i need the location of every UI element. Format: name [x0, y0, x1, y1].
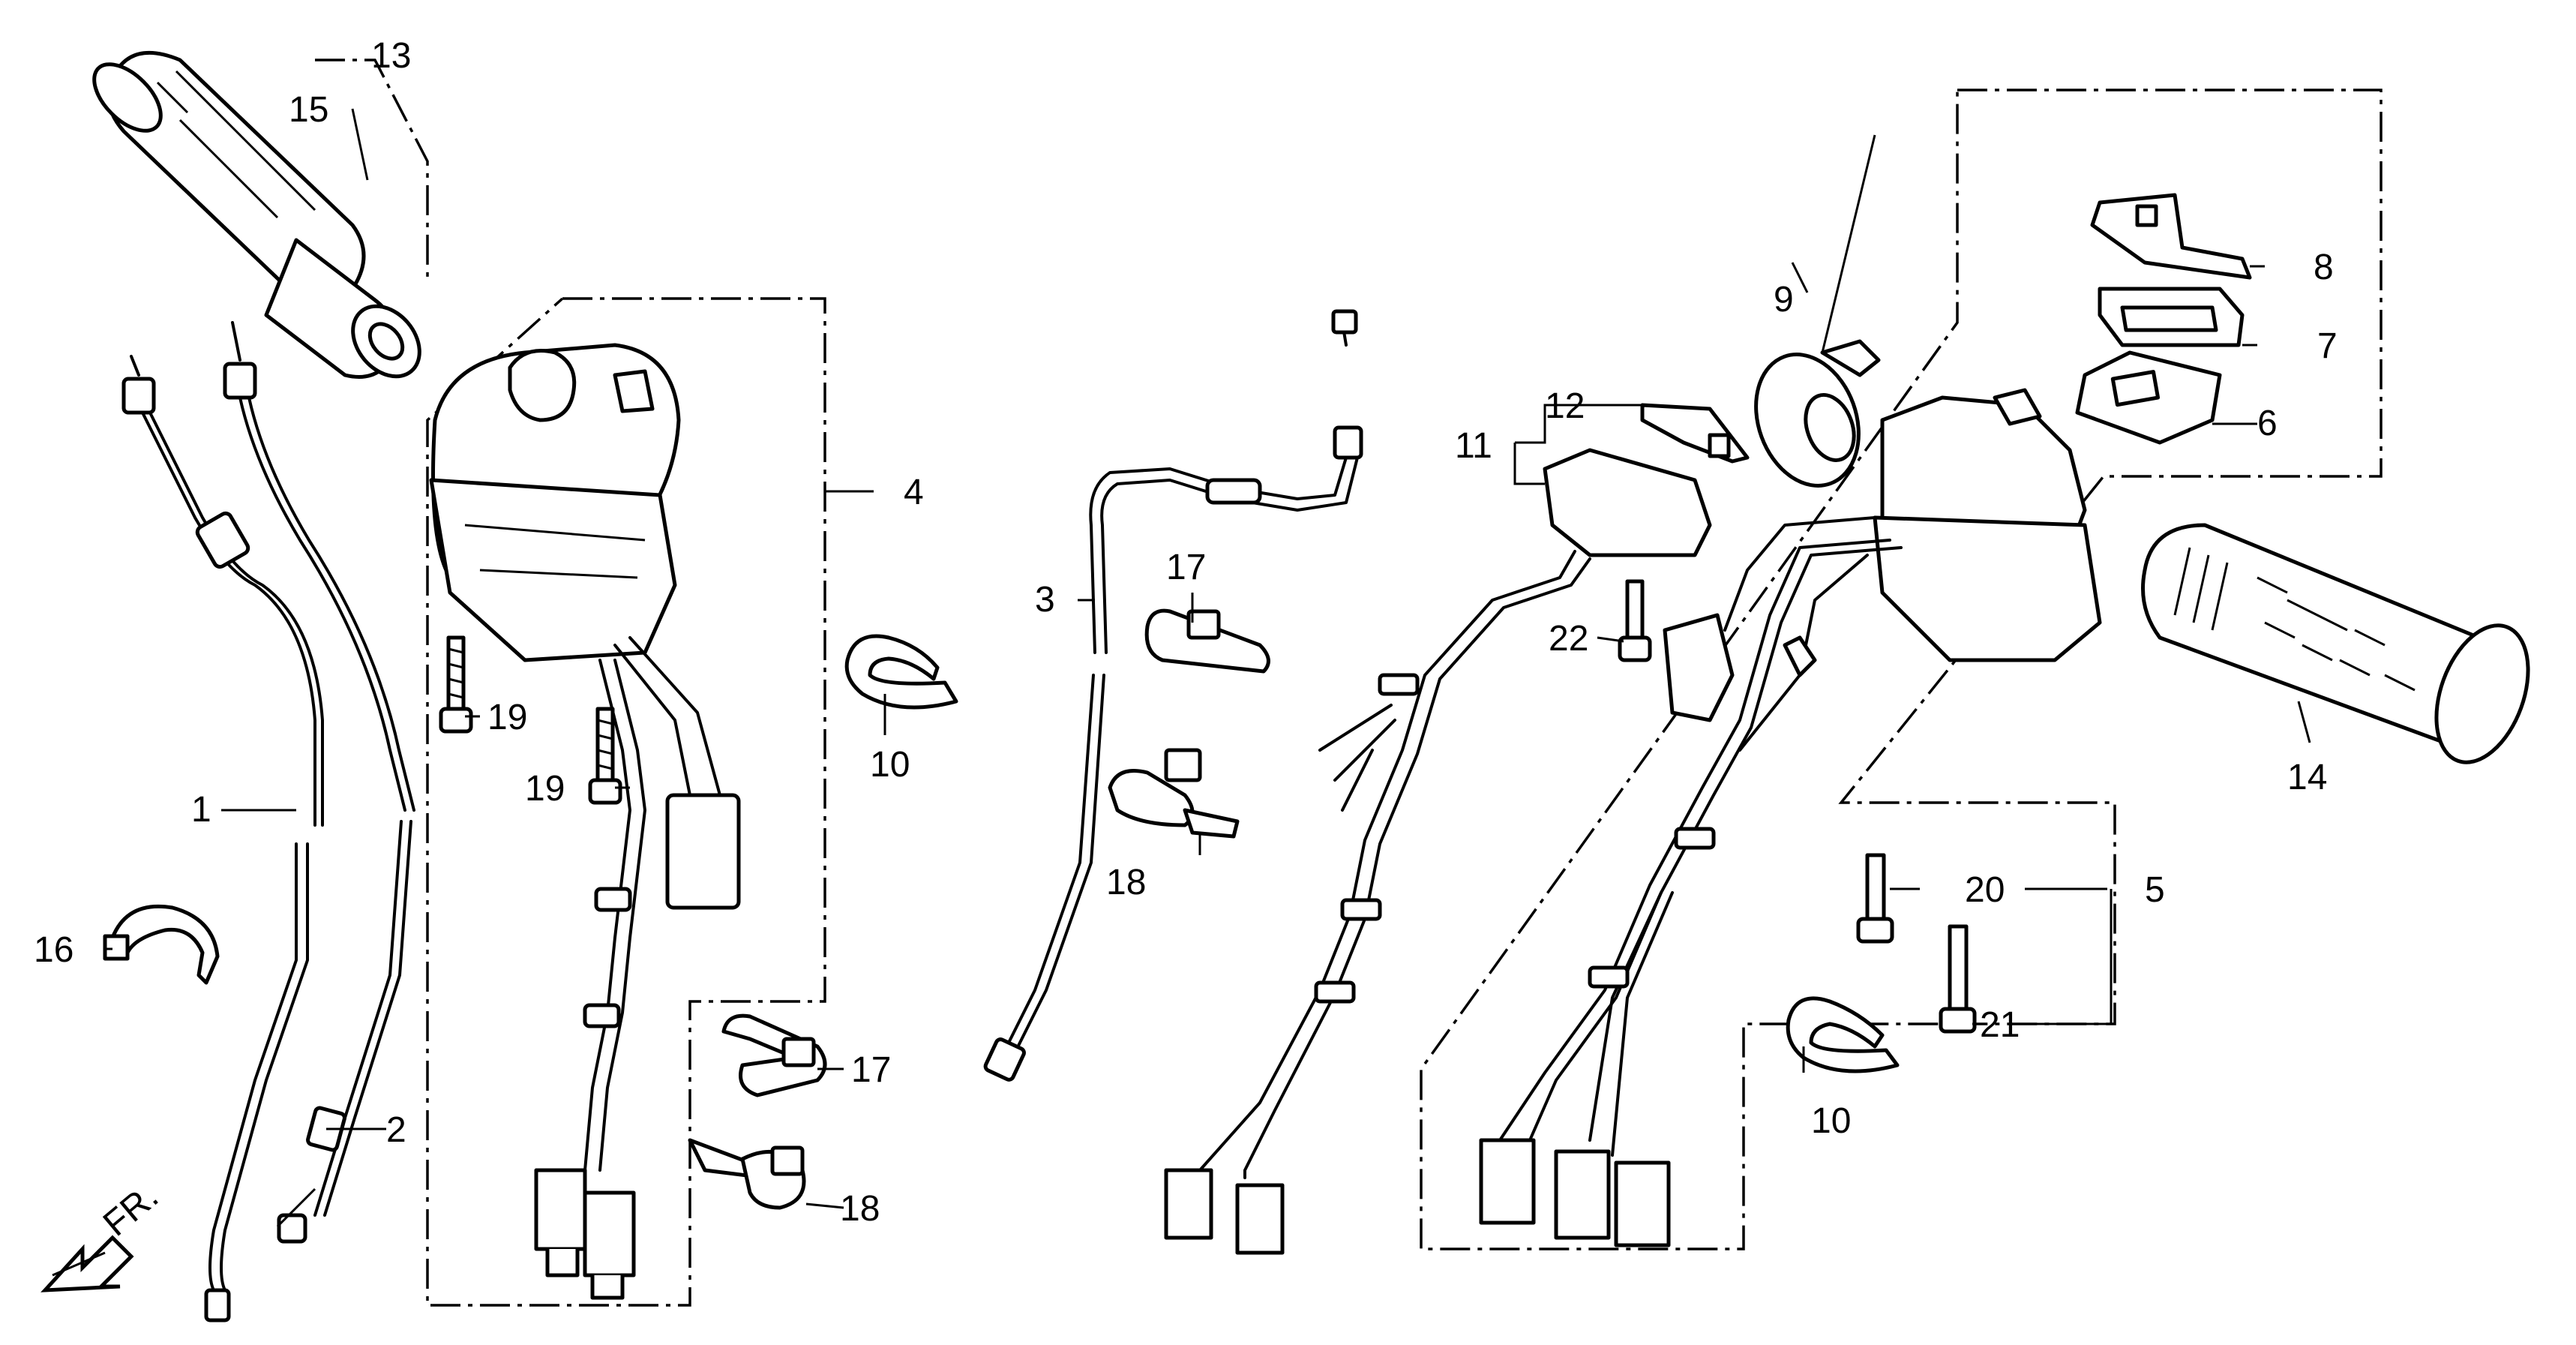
callout-10b: 10 [1811, 1101, 1851, 1141]
callout-17a: 17 [1166, 548, 1206, 587]
callout-15: 15 [289, 90, 328, 130]
switch-unit-9 [1754, 339, 1881, 488]
callout-9: 9 [1774, 280, 1794, 320]
callout-12: 12 [1545, 386, 1585, 426]
right-grip [2141, 523, 2530, 764]
throttle-cable-2 [223, 321, 415, 1244]
clip-10a [844, 634, 958, 710]
leader-lines [105, 108, 2311, 1228]
clip-10b [1786, 996, 1900, 1073]
center-harness [1164, 550, 1591, 1255]
clamp-17a [721, 1013, 827, 1097]
callout-3: 3 [1035, 580, 1055, 620]
callout-2: 2 [386, 1110, 406, 1150]
callout-10a: 10 [870, 745, 910, 785]
screw-19b [588, 707, 622, 805]
screw-22 [1618, 579, 1652, 662]
callout-1: 1 [191, 790, 211, 830]
callout-7: 7 [2317, 326, 2338, 366]
callout-19b: 19 [525, 769, 565, 809]
plate-12 [1640, 403, 1750, 464]
callout-13: 13 [371, 36, 411, 76]
clamp-18b [1108, 748, 1240, 839]
callout-21: 21 [1980, 1005, 2020, 1045]
callout-8: 8 [2314, 248, 2334, 287]
grip-13-bracket [315, 59, 429, 278]
throttle-cable-1 [121, 355, 324, 1322]
callout-19a: 19 [487, 698, 527, 737]
callout-17b: 17 [851, 1050, 891, 1090]
clamp-18a [688, 1138, 806, 1210]
callout-16: 16 [34, 930, 73, 970]
callout-20: 20 [1965, 870, 2005, 910]
seal-7 [2098, 287, 2245, 347]
callout-14: 14 [2287, 758, 2327, 797]
left-switch-housing [429, 343, 741, 1300]
clamp-17b [1144, 608, 1270, 674]
callout-18a: 18 [1106, 863, 1146, 902]
screw-21 [1939, 924, 1977, 1034]
switch-plate-6 [2075, 350, 2222, 445]
front-marker: FR. [96, 1176, 166, 1244]
callout-11: 11 [1455, 426, 1492, 466]
right-switch-assembly-boundary [1420, 89, 2383, 1250]
cable-clip-16 [103, 904, 220, 985]
left-switch-assembly-boundary [426, 297, 826, 1307]
callout-18b: 18 [840, 1189, 880, 1229]
switch-cover-11 [1543, 448, 1712, 557]
callout-labels: 1 2 3 4 5 6 7 8 9 10 10 11 12 13 14 15 1… [34, 36, 2338, 1229]
choke-cable-3 [983, 309, 1363, 1082]
screw-20 [1856, 853, 1894, 944]
bracket-8 [2090, 193, 2252, 280]
callout-22: 22 [1549, 619, 1588, 659]
callout-4: 4 [904, 473, 924, 512]
right-switch-housing [1479, 388, 2102, 1247]
screw-19a [439, 635, 473, 734]
callout-6: 6 [2257, 404, 2278, 443]
callout-5: 5 [2145, 870, 2165, 910]
front-direction-arrow: FR. [40, 1176, 166, 1292]
left-grip [92, 50, 421, 379]
